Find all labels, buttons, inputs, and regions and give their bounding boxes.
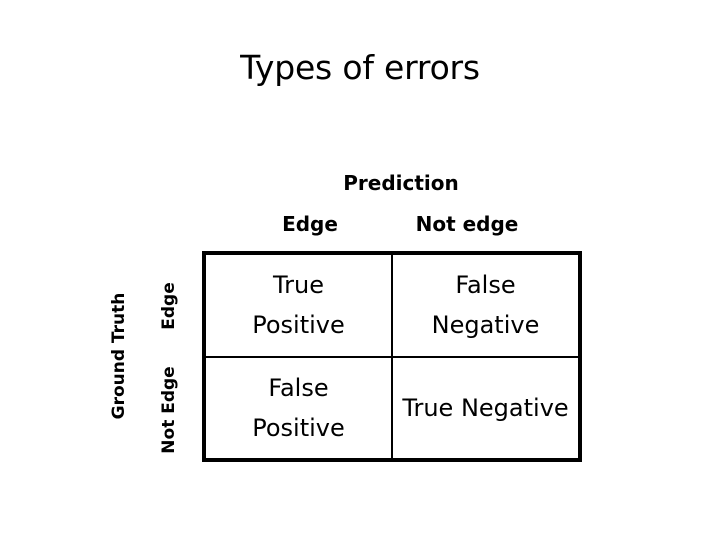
cell-line: False [455, 271, 516, 300]
cell-line: True [273, 271, 324, 300]
prediction-axis-label: Prediction [343, 171, 459, 195]
column-header-edge: Edge [282, 212, 338, 236]
page-title: Types of errors [240, 48, 480, 87]
cell-line: False [268, 373, 329, 402]
cell-line: Positive [252, 311, 345, 340]
column-header-not-edge: Not edge [415, 212, 519, 236]
confusion-matrix-table: True Positive False Negative False Posit… [202, 251, 582, 462]
cell-false-positive: False Positive [204, 355, 393, 460]
table-row: False Positive True Negative [204, 355, 580, 460]
cell-true-positive: True Positive [204, 253, 393, 358]
cell-line: True Negative [402, 393, 569, 422]
table-row: True Positive False Negative [204, 253, 580, 358]
cell-line: Negative [431, 311, 540, 340]
cell-false-negative: False Negative [391, 253, 580, 358]
cell-true-negative: True Negative [391, 355, 580, 460]
cell-line: Positive [252, 413, 345, 442]
row-header-not-edge: Not Edge [159, 366, 179, 454]
ground-truth-axis-label: Ground Truth [109, 292, 129, 420]
